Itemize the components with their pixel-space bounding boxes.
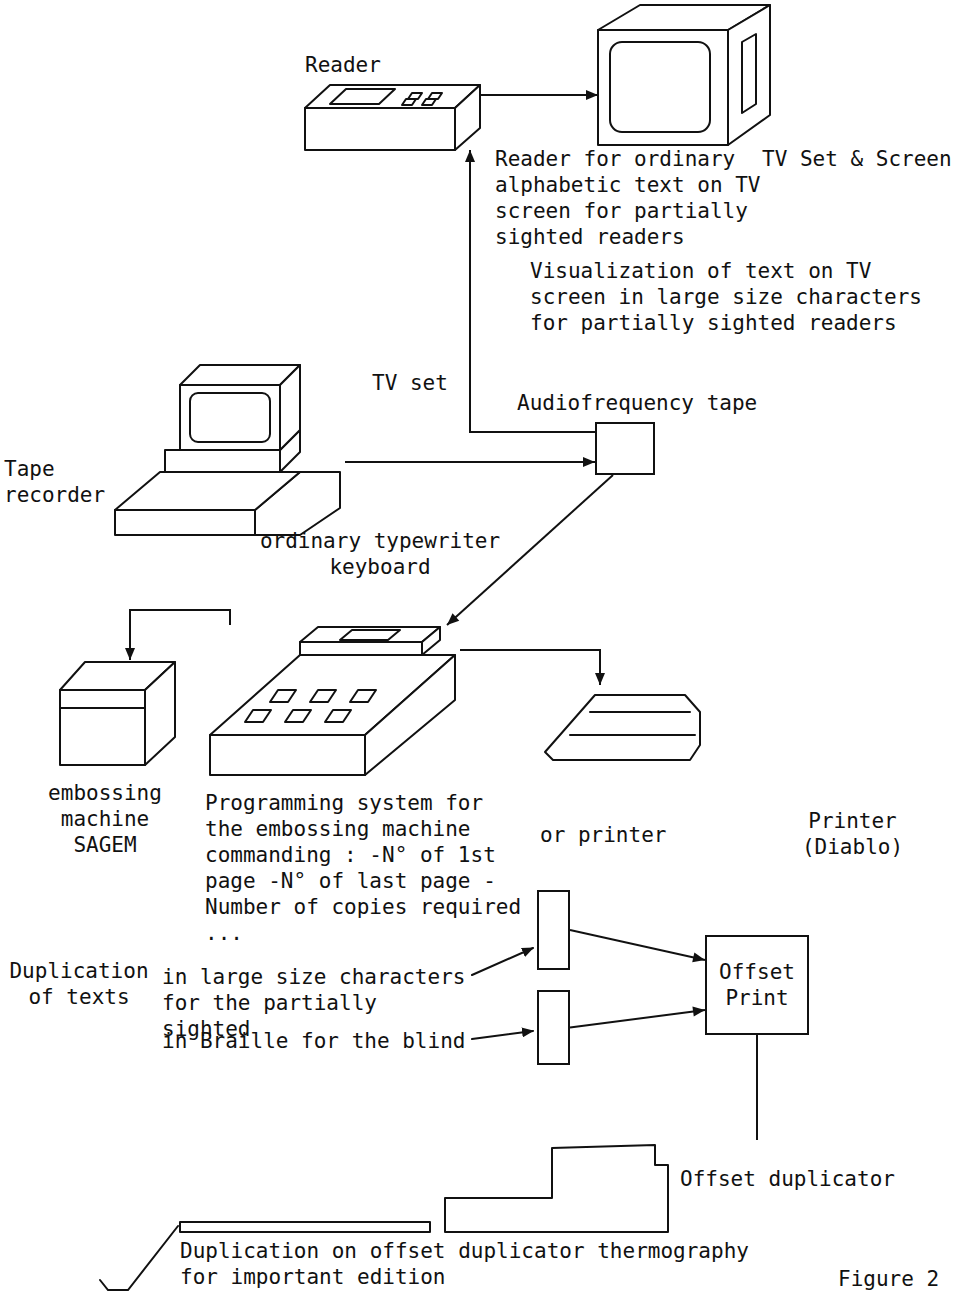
embosser-line [60,707,145,709]
reader-device [305,85,480,150]
console-key [310,690,336,702]
node-label: embossing machine SAGEM [40,780,170,858]
connector-arrow [125,610,230,660]
annotation-text: Visualization of text on TV screen in la… [530,258,930,336]
page-box: Offset Print [705,935,809,1035]
arrowhead [125,648,135,660]
console-key [270,690,296,702]
console-front [210,735,365,775]
arrowhead [692,953,705,963]
arrowhead [447,613,459,625]
duplicator-plate [180,1222,430,1232]
annotation-text: Duplication of texts [4,958,154,1010]
monitor-front [180,385,280,450]
printer-body [545,695,700,760]
device-area: ReaderReader for ordinary alphabetic tex… [305,85,480,150]
console-key [245,710,271,722]
node-label: Offset Print [707,959,807,1011]
connector-line [130,610,230,660]
node-label: ordinary typewriter keyboard [250,528,510,580]
page-box: in Braille for the blind [537,990,570,1065]
node-label: TV set [372,370,448,396]
arrowhead [583,457,595,467]
connector-line [570,1010,705,1028]
reader-side [455,85,480,150]
connector-arrow [345,457,595,467]
duplicator-body [445,1145,668,1232]
monitor-side [280,365,300,450]
printer-line [570,734,695,736]
printer-platen [590,711,690,713]
embosser-front [60,690,145,765]
printer-device [545,695,700,760]
arrowhead [586,90,598,100]
reader-button [422,99,436,105]
reader-button [402,99,416,105]
tv-screen [610,42,710,132]
duplicator-tray [100,1226,178,1290]
node-label: Programming system for the embossing mac… [205,790,523,946]
device-area: TV Set & Screen [598,5,770,145]
node-label: Printer (Diablo) [785,808,920,860]
device-area: Printer (Diablo) [540,685,700,760]
console-side [365,655,455,775]
node-label: TV Set & Screen [762,146,952,172]
reader-top [305,85,480,108]
arrowhead [595,673,605,685]
console-key [350,690,376,702]
figure-caption: Figure 2 [838,1266,939,1292]
connector-arrow [757,1035,758,1140]
node-label: Audiofrequency tape [517,390,757,416]
display-window [340,630,400,640]
reader-front [305,108,455,150]
programming-device [210,627,455,775]
leader-arrow [472,1031,533,1039]
node-label: Duplication on offset duplicator thermog… [180,1238,780,1290]
page-box: in large size characters for the partial… [537,890,570,970]
terminal-device [115,365,340,535]
display-side [422,627,440,655]
tv-slot [742,34,756,113]
display-top [300,627,440,642]
node-label: or printer [540,822,666,848]
leader-arrow [472,948,533,975]
console-key [325,710,351,722]
connector-line [345,461,595,463]
connector-arrow [480,90,598,100]
node-label: Tape recorder [4,456,110,508]
console-key [285,710,311,722]
monitor-base [165,450,280,472]
embossing-device [60,662,175,765]
connector-line [460,650,600,685]
connector-arrow [460,650,605,685]
node-label: Offset duplicator [680,1166,895,1192]
node-label: Reader for ordinary alphabetic text on T… [495,146,780,250]
connector-line [570,930,705,960]
keyboard-top [115,472,300,510]
connector-arrow [570,1007,705,1028]
device-area: embossing machine SAGEM [60,660,175,765]
embosser-side [145,662,175,765]
node-label: in Braille for the blind [162,1028,477,1054]
monitor-screen [190,393,270,442]
device-area: TV setTape recorderordinary typewriter k… [115,365,345,535]
connector-line [756,1035,758,1140]
node-label: Reader [305,52,381,78]
arrowhead [465,150,475,162]
tv-side [728,5,770,145]
connector-line [480,94,598,96]
page-box: Audiofrequency tape [595,422,655,475]
connector-arrow [570,930,705,962]
reader-window [330,89,395,104]
device-area: Offset duplicatorDuplication on offset d… [130,1140,770,1232]
tv-screen-device [598,5,770,145]
display-front [300,642,422,655]
keyboard-front [115,510,255,535]
device-area: Programming system for the embossing mac… [205,625,460,775]
tv-front [598,30,728,145]
arrowhead [692,1007,705,1017]
